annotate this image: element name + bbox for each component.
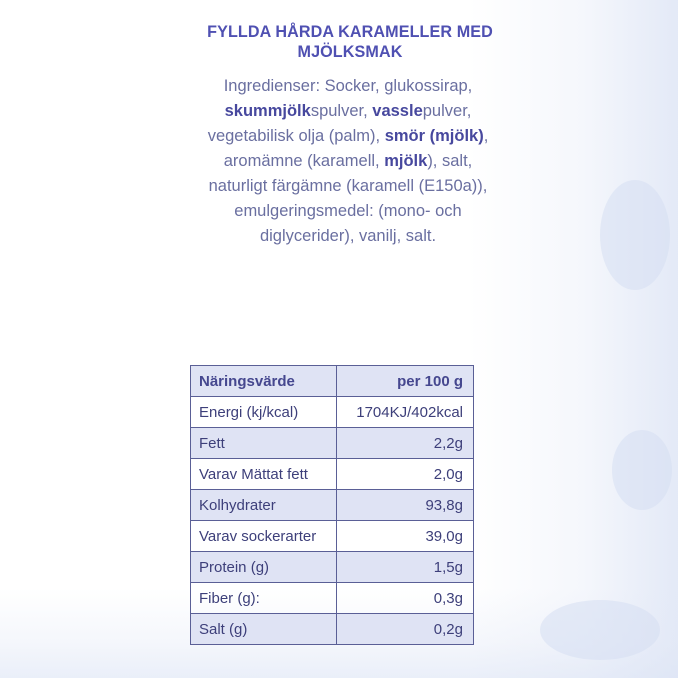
nutrient-value: 2,0g [336, 458, 474, 490]
print-texture-blot [540, 600, 660, 660]
nutrient-label: Energi (kj/kcal) [189, 396, 338, 428]
ingredient-text: emulgeringsmedel: (mono- och [234, 202, 462, 220]
nutrition-header-label: Näringsvärde [189, 365, 338, 397]
nutrition-table: Näringsvärde per 100 g Energi (kj/kcal)1… [189, 365, 474, 645]
nutrient-value: 1704KJ/402kcal [336, 396, 474, 428]
ingredient-text: spulver, [310, 102, 373, 120]
product-title: FYLLDA HÅRDA KARAMELLER MED MJÖLKSMAK [160, 22, 540, 62]
allergen-text: skummjölk [224, 102, 311, 120]
nutrient-value: 0,3g [336, 582, 474, 614]
product-title-line: FYLLDA HÅRDA KARAMELLER MED [207, 22, 493, 41]
nutrient-value: 2,2g [336, 427, 474, 459]
nutrition-row: Fiber (g):0,3g [189, 582, 474, 614]
nutrient-label: Varav sockerarter [189, 520, 338, 552]
ingredient-text: pulver, [422, 102, 472, 120]
product-title-line: MJÖLKSMAK [297, 42, 403, 61]
nutrient-value: 0,2g [336, 613, 474, 645]
ingredient-text: diglycerider), vanilj, salt. [259, 227, 437, 245]
ingredient-text: vegetabilisk olja (palm), [207, 127, 385, 145]
print-texture-blot [612, 430, 672, 510]
nutrient-value: 39,0g [336, 520, 474, 552]
nutrition-header-value: per 100 g [336, 365, 474, 397]
nutrient-label: Protein (g) [189, 551, 338, 583]
allergen-text: mjölk [384, 152, 428, 170]
nutrient-label: Kolhydrater [189, 489, 338, 521]
ingredient-text: , [483, 127, 489, 145]
ingredient-text: aromämne (karamell, [223, 152, 385, 170]
print-texture-right [468, 0, 678, 678]
nutrition-row: Salt (g)0,2g [189, 613, 474, 645]
allergen-text: vassle [372, 102, 423, 120]
nutrient-label: Fiber (g): [189, 582, 338, 614]
ingredient-text: naturligt färgämne (karamell (E150a)), [208, 177, 488, 195]
nutrient-label: Varav Mättat fett [189, 458, 338, 490]
ingredient-text: ), salt, [427, 152, 473, 170]
ingredients-list: Ingredienser: Socker, glukossirap, skummj… [192, 74, 504, 249]
allergen-text: smör (mjölk) [384, 127, 484, 145]
nutrition-table-body: Näringsvärde per 100 g Energi (kj/kcal)1… [189, 365, 474, 645]
nutrient-value: 93,8g [336, 489, 474, 521]
nutrient-value: 1,5g [336, 551, 474, 583]
nutrition-row: Energi (kj/kcal)1704KJ/402kcal [189, 396, 474, 428]
nutrition-header-row: Näringsvärde per 100 g [189, 365, 474, 397]
nutrient-label: Fett [189, 427, 338, 459]
nutrition-row: Protein (g)1,5g [189, 551, 474, 583]
print-texture-blot [600, 180, 670, 290]
ingredient-text: Ingredienser: Socker, glukossirap, [223, 77, 473, 95]
nutrient-label: Salt (g) [189, 613, 338, 645]
